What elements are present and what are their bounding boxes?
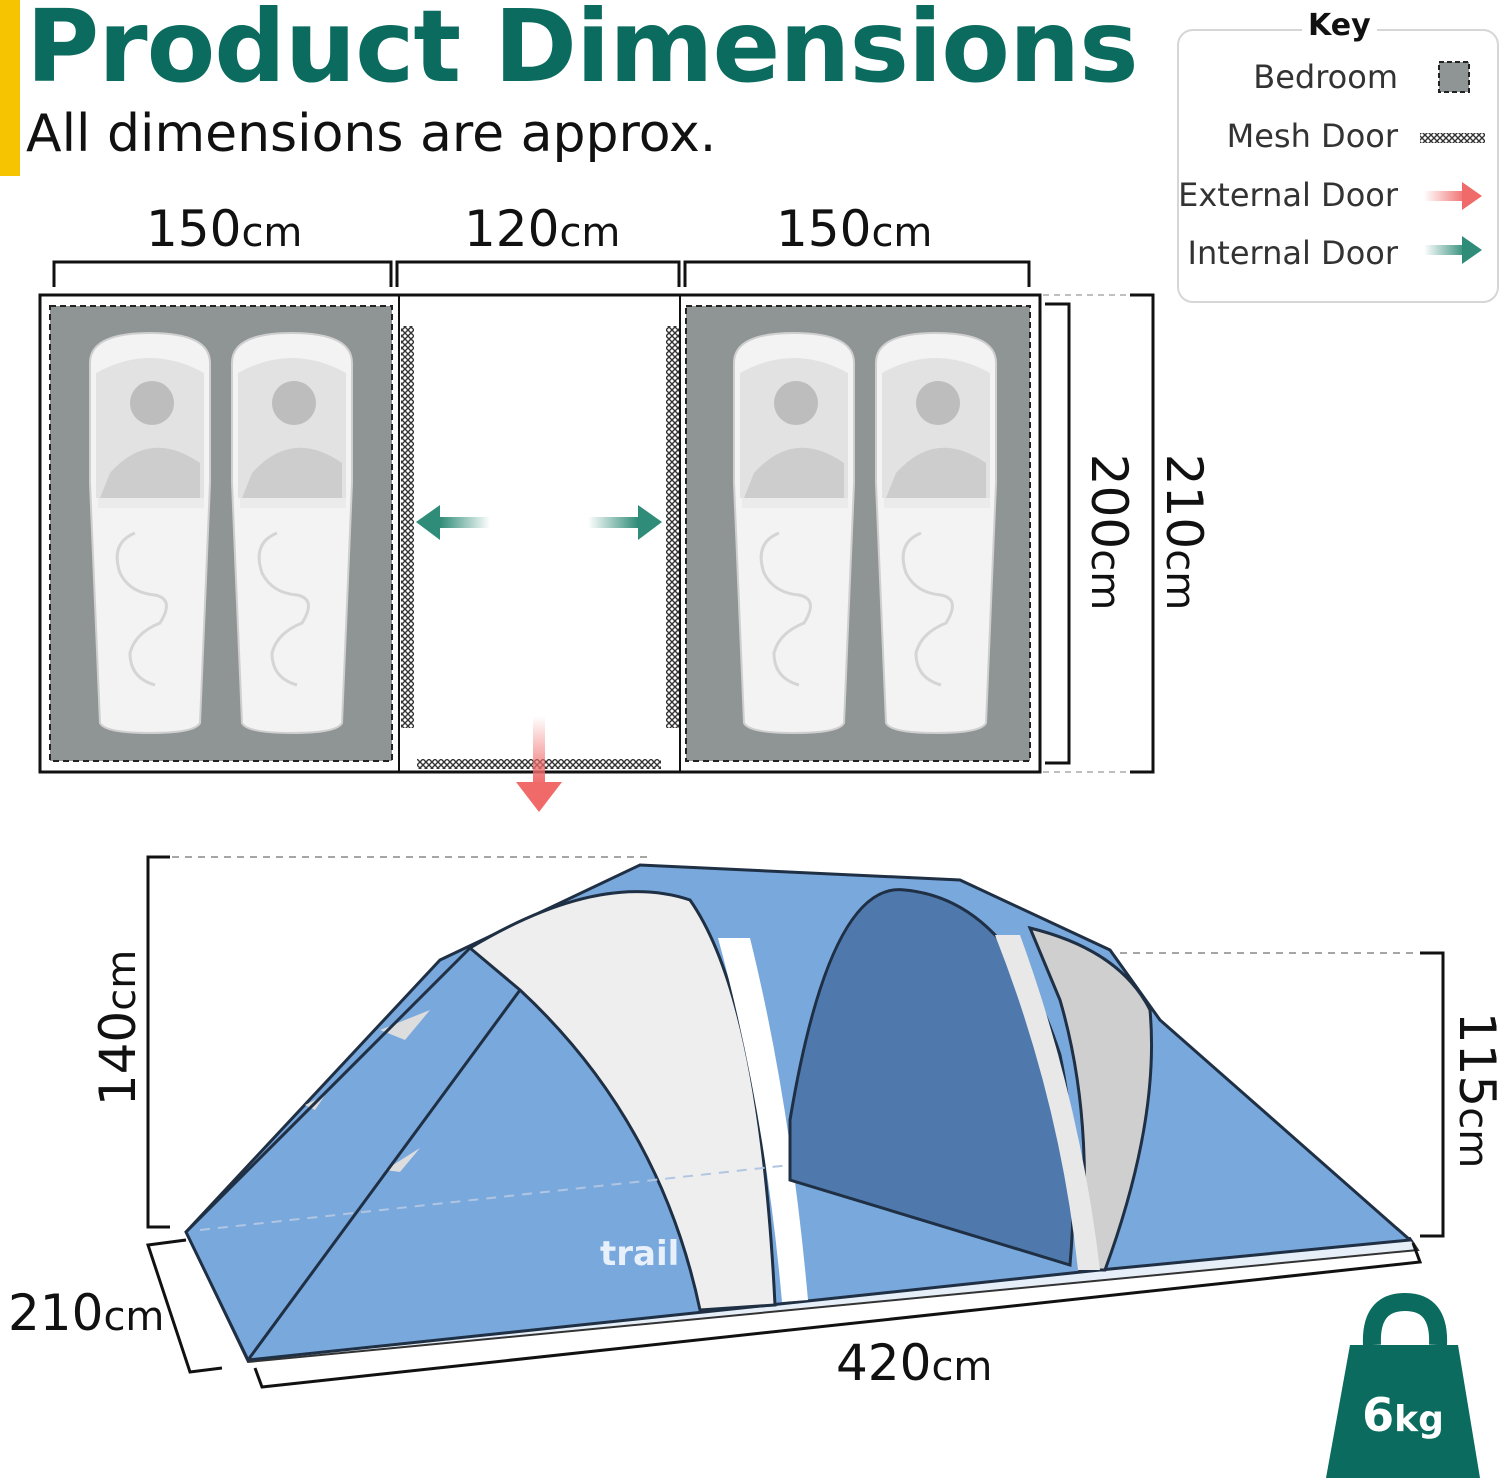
weight-icon bbox=[1326, 1292, 1480, 1478]
dim-bedroom-left-width: 150cm bbox=[146, 200, 303, 258]
tent-height-brackets bbox=[146, 855, 1445, 1238]
dim-total-depth: 210cm bbox=[1155, 453, 1213, 611]
internal-door-arrow-right bbox=[588, 505, 662, 540]
key-label-external-door: External Door bbox=[1178, 176, 1398, 214]
key-label-bedroom: Bedroom bbox=[1253, 58, 1398, 96]
tent-illustration bbox=[184, 863, 1420, 1364]
sleeping-bag-4 bbox=[874, 331, 998, 735]
internal-door-arrow-icon bbox=[1424, 236, 1482, 264]
dim-tent-rear-height: 115cm bbox=[1448, 1011, 1500, 1169]
key-label-internal-door: Internal Door bbox=[1187, 234, 1398, 272]
sleeping-bag-2 bbox=[230, 331, 354, 735]
dim-bedroom-right-width: 150cm bbox=[776, 200, 933, 258]
mesh-door-right bbox=[666, 326, 679, 728]
key-title: Key bbox=[1302, 8, 1377, 43]
accent-bar bbox=[0, 0, 20, 176]
tent-base-brackets bbox=[146, 1238, 1423, 1389]
width-dimension-brackets bbox=[52, 260, 1031, 287]
dim-living-width: 120cm bbox=[464, 200, 621, 258]
dim-bedroom-depth: 200cm bbox=[1080, 453, 1138, 611]
bedroom-swatch-icon bbox=[1438, 61, 1470, 93]
key-label-mesh-door: Mesh Door bbox=[1226, 117, 1398, 155]
external-door-arrow-icon bbox=[1424, 182, 1482, 210]
internal-door-arrow-left bbox=[416, 505, 490, 540]
dim-tent-peak-height: 140cm bbox=[89, 949, 147, 1107]
external-door-arrow bbox=[516, 716, 562, 812]
sleeping-bag-1 bbox=[88, 331, 212, 735]
weight-label: 6kg bbox=[1362, 1388, 1444, 1442]
brand-logo: trail bbox=[600, 1234, 679, 1274]
page-subtitle: All dimensions are approx. bbox=[26, 104, 717, 164]
depth-guide-lines bbox=[1043, 294, 1128, 773]
mesh-door-left bbox=[401, 326, 414, 728]
mesh-door-icon bbox=[1420, 133, 1485, 143]
sleeping-bag-3 bbox=[732, 331, 856, 735]
dim-tent-width: 210cm bbox=[8, 1284, 165, 1342]
depth-dimension-brackets bbox=[1045, 293, 1155, 774]
dim-tent-length: 420cm bbox=[836, 1334, 993, 1392]
tent-height-guides bbox=[172, 856, 1418, 954]
page-title: Product Dimensions bbox=[26, 0, 1139, 105]
